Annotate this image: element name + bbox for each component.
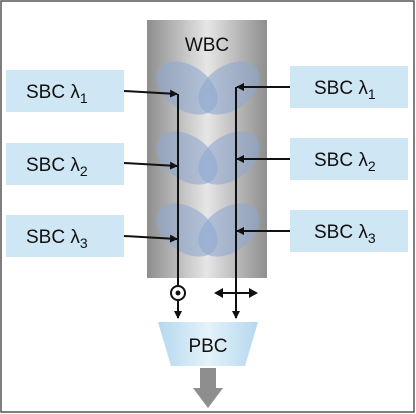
sbc-box xyxy=(290,66,408,108)
pbc-label: PBC xyxy=(188,336,227,357)
sbc-left-2-label: SBC λ2 xyxy=(26,155,88,179)
polarization-double-arrow-icon xyxy=(214,288,258,298)
sbc-box xyxy=(6,215,124,257)
sbc-right-2: SBC λ2 xyxy=(290,138,408,180)
right-beam-path xyxy=(232,83,290,319)
grating-row-2 xyxy=(156,131,260,185)
sbc-right-1-label: SBC λ1 xyxy=(314,78,376,102)
sbc-left-3: SBC λ3 xyxy=(6,215,124,257)
left-input-arrow-2 xyxy=(123,161,178,170)
output-arrow-icon xyxy=(193,368,223,408)
sbc-right-2-label: SBC λ2 xyxy=(314,150,376,174)
sbc-right-3: SBC λ3 xyxy=(290,210,408,252)
left-input-arrow-3 xyxy=(123,234,178,243)
sbc-box xyxy=(6,143,124,185)
polarization-dot-icon xyxy=(170,285,186,301)
sbc-box xyxy=(6,70,124,112)
sbc-left-2: SBC λ2 xyxy=(6,143,124,185)
grating-row-1 xyxy=(156,61,260,115)
sbc-left-1-label: SBC λ1 xyxy=(26,82,88,106)
sbc-left-3-label: SBC λ3 xyxy=(26,227,88,251)
sbc-left-1: SBC λ1 xyxy=(6,70,124,112)
left-beam-path xyxy=(123,89,182,319)
sbc-box xyxy=(290,138,408,180)
grating-ellipse xyxy=(198,203,260,257)
pbc-block xyxy=(158,322,258,366)
wbc-label: WBC xyxy=(185,35,229,56)
grating-row-3 xyxy=(156,203,260,257)
sbc-right-3-label: SBC λ3 xyxy=(314,222,376,246)
grating-ellipse xyxy=(198,61,260,115)
sbc-box xyxy=(290,210,408,252)
sbc-right-1: SBC λ1 xyxy=(290,66,408,108)
left-input-arrow-1 xyxy=(123,89,178,98)
grating-ellipse xyxy=(198,131,260,185)
